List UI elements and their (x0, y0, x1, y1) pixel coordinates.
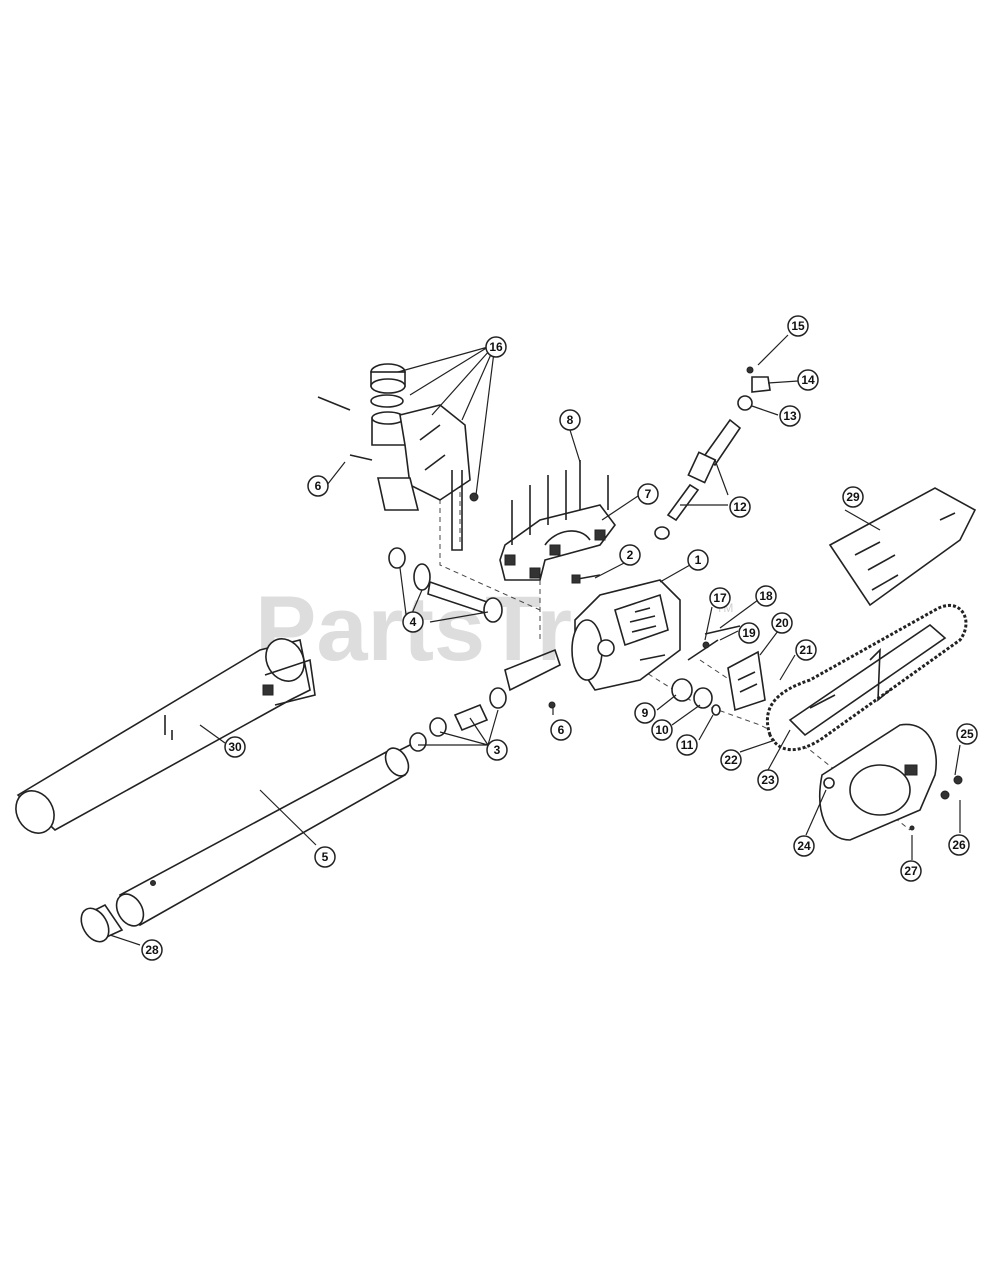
callout-2: 2 (619, 544, 641, 566)
callout-6-upper: 6 (307, 475, 329, 497)
callout-6-lower: 6 (550, 719, 572, 741)
callout-20: 20 (771, 612, 793, 634)
bar-scabbard (828, 487, 977, 607)
svg-text:23: 23 (761, 773, 775, 787)
callout-12: 12 (729, 496, 751, 518)
svg-text:21: 21 (799, 643, 813, 657)
callout-21: 21 (795, 639, 817, 661)
svg-text:6: 6 (315, 479, 322, 493)
svg-text:10: 10 (655, 723, 669, 737)
bolt-part-2 (571, 574, 601, 584)
callout-18: 18 (755, 585, 777, 607)
callout-8: 8 (559, 409, 581, 431)
svg-text:20: 20 (775, 616, 789, 630)
callout-26: 26 (948, 834, 970, 856)
callout-23: 23 (757, 769, 779, 791)
svg-text:17: 17 (713, 591, 727, 605)
callout-28: 28 (141, 939, 163, 961)
callout-1: 1 (687, 549, 709, 571)
upper-tube (15, 638, 316, 834)
svg-text:28: 28 (145, 943, 159, 957)
svg-text:26: 26 (952, 838, 966, 852)
sprocket-washer-nut (671, 678, 721, 716)
svg-text:12: 12 (733, 500, 747, 514)
callout-11: 11 (676, 734, 698, 756)
svg-text:13: 13 (783, 409, 797, 423)
end-cap (80, 903, 124, 943)
callout-13: 13 (779, 405, 801, 427)
clamp-bracket (499, 460, 616, 581)
callout-30: 30 (224, 736, 246, 758)
callout-4: 4 (402, 611, 424, 633)
svg-text:1: 1 (695, 553, 702, 567)
svg-text:11: 11 (681, 738, 694, 752)
callout-29: 29 (842, 486, 864, 508)
svg-text:29: 29 (846, 490, 860, 504)
svg-text:15: 15 (791, 319, 805, 333)
svg-text:25: 25 (960, 727, 974, 741)
gear-housing (571, 579, 681, 691)
callout-7: 7 (637, 483, 659, 505)
svg-text:6: 6 (558, 723, 565, 737)
svg-text:19: 19 (742, 626, 756, 640)
callout-9: 9 (634, 702, 656, 724)
lower-tube (115, 744, 411, 927)
callout-16: 16 (485, 336, 507, 358)
svg-text:3: 3 (494, 743, 501, 757)
svg-text:7: 7 (645, 487, 652, 501)
svg-text:16: 16 (489, 340, 503, 354)
svg-text:9: 9 (642, 706, 649, 720)
guide-bar-and-chain (765, 603, 968, 752)
svg-text:30: 30 (228, 740, 242, 754)
callout-22: 22 (720, 749, 742, 771)
oil-tank-assembly (317, 363, 479, 551)
coupler-parts (409, 687, 507, 752)
callout-19: 19 (738, 622, 760, 644)
svg-text:27: 27 (904, 864, 918, 878)
svg-text:4: 4 (410, 615, 417, 629)
svg-text:24: 24 (797, 839, 811, 853)
callout-25: 25 (956, 723, 978, 745)
callout-14: 14 (797, 369, 819, 391)
callout-27: 27 (900, 860, 922, 882)
callout-24: 24 (793, 835, 815, 857)
hook-bracket (504, 648, 561, 709)
oiler-tube-assembly (654, 366, 771, 540)
callout-3: 3 (486, 739, 508, 761)
svg-text:8: 8 (567, 413, 574, 427)
callout-10: 10 (651, 719, 673, 741)
tensioner-parts (687, 625, 766, 712)
svg-text:18: 18 (759, 589, 773, 603)
svg-text:2: 2 (627, 548, 634, 562)
svg-text:5: 5 (322, 850, 329, 864)
svg-text:22: 22 (724, 753, 738, 767)
svg-text:14: 14 (801, 373, 815, 387)
callout-15: 15 (787, 315, 809, 337)
callout-5: 5 (314, 846, 336, 868)
leader-lines (109, 334, 961, 946)
callout-17: 17 (709, 587, 731, 609)
sprocket-cover (819, 723, 963, 841)
